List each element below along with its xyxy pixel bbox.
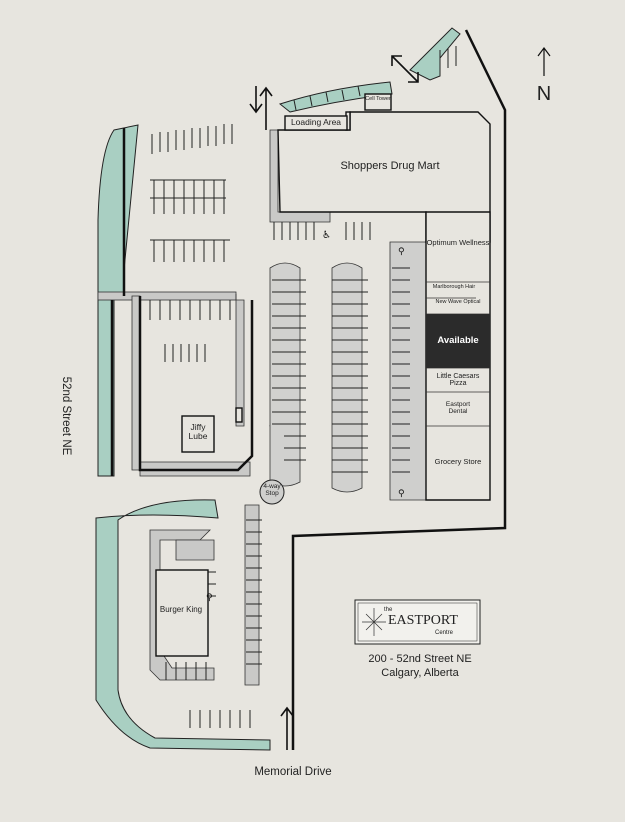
anchor-store-label: Shoppers Drug Mart (340, 160, 440, 172)
available-unit (426, 314, 490, 368)
jiffy-lube-label: Jiffy Lube (188, 422, 208, 441)
unit-new-wave-optical: New Wave Optical (435, 299, 481, 305)
svg-text:♿: ♿ (322, 230, 331, 241)
property-boundary (110, 29, 507, 750)
address-line1: 200 - 52nd Street NE (368, 653, 472, 665)
parking-stalls (149, 46, 457, 728)
address-line2: Calgary, Alberta (381, 667, 459, 679)
parking-islands (269, 262, 363, 493)
loading-area-label: Loading Area (290, 117, 342, 127)
unit-little-caesars: Little Caesars Pizza (436, 373, 480, 388)
unit-marlborough-hair: Marlborough Hair (432, 284, 476, 290)
burger-king-label: Burger King (159, 605, 203, 614)
compass-rose-icon (362, 608, 386, 636)
landscape-areas (95, 27, 461, 751)
unit-available: Available (437, 335, 479, 346)
unit-grocery-store: Grocery Store (434, 457, 482, 466)
key-icons: ⚲ ⚲ ⚲ (206, 247, 405, 603)
svg-text:⚲: ⚲ (398, 489, 405, 499)
logo-name: EASTPORT (388, 613, 458, 628)
four-way-stop-label: 4-way Stop (263, 483, 281, 497)
cell-tower-label: Cell Tower (365, 96, 391, 102)
svg-text:⚲: ⚲ (398, 247, 405, 257)
south-street-label: Memorial Drive (254, 766, 332, 778)
logo-the: the (384, 607, 393, 613)
west-street-label: 52nd Street NE (60, 376, 72, 456)
unit-eastport-dental: Eastport Dental (445, 401, 471, 415)
svg-text:⚲: ⚲ (206, 593, 213, 603)
driveway-arrows (249, 55, 419, 750)
accessible-parking-icon: ♿ (322, 230, 331, 241)
four-way-stop-marker (259, 479, 285, 505)
eastport-logo (354, 599, 481, 645)
north-label: N (536, 83, 552, 105)
north-arrow-icon (537, 47, 551, 76)
logo-sub: Centre (434, 630, 453, 636)
unit-optimum-wellness: Optimum Wellness (426, 238, 490, 247)
